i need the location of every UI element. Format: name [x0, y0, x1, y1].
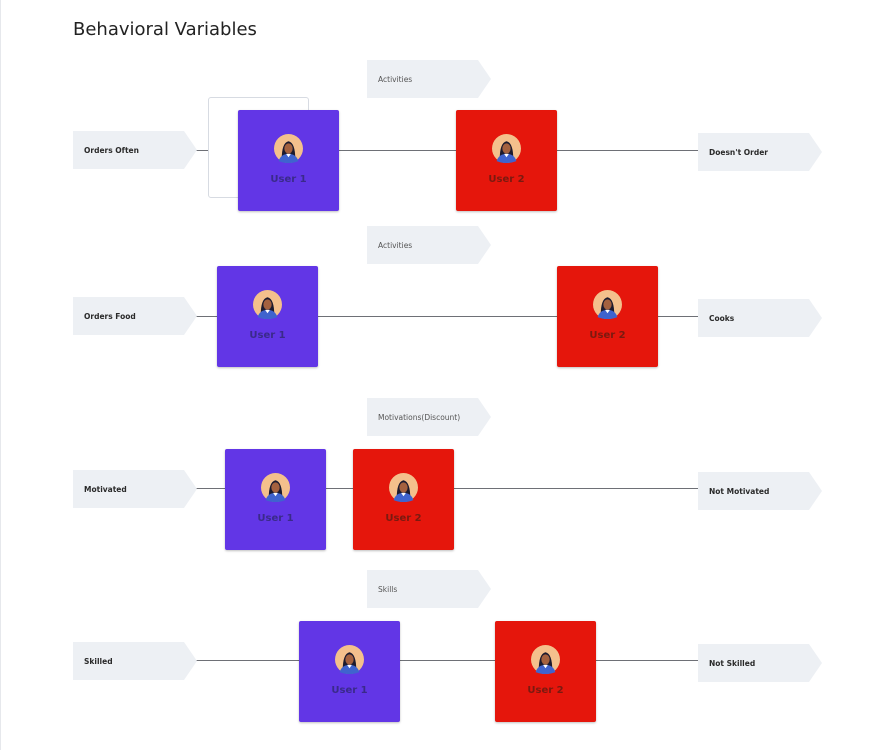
- right-label-2[interactable]: Cooks: [698, 299, 822, 337]
- left-label-2[interactable]: Orders Food: [73, 297, 197, 335]
- user-avatar-icon: [261, 473, 290, 502]
- user-avatar-icon: [593, 290, 622, 319]
- user-avatar-icon: [335, 645, 364, 674]
- row-header-2[interactable]: Activities: [367, 226, 491, 264]
- user1-card-4[interactable]: User 1: [299, 621, 400, 722]
- user-avatar-icon: [389, 473, 418, 502]
- user2-card-4[interactable]: User 2: [495, 621, 596, 722]
- user-label: User 1: [331, 685, 368, 696]
- user-label: User 2: [527, 685, 564, 696]
- right-label-3[interactable]: Not Motivated: [698, 472, 822, 510]
- page-title: Behavioral Variables: [73, 19, 257, 40]
- user-label: User 1: [249, 330, 286, 341]
- spectrum-line-4: [196, 660, 700, 661]
- user-label: User 1: [257, 513, 294, 524]
- user-label: User 2: [385, 513, 422, 524]
- user-label: User 2: [589, 330, 626, 341]
- left-label-3[interactable]: Motivated: [73, 470, 197, 508]
- row-header-1[interactable]: Activities: [367, 60, 491, 98]
- user1-card-1[interactable]: User 1: [238, 110, 339, 211]
- user-label: User 1: [270, 174, 307, 185]
- row-header-3[interactable]: Motivations(Discount): [367, 398, 491, 436]
- user2-card-2[interactable]: User 2: [557, 266, 658, 367]
- canvas-left-border: [0, 0, 1, 750]
- user-avatar-icon: [531, 645, 560, 674]
- row-header-4[interactable]: Skills: [367, 570, 491, 608]
- spectrum-line-2: [196, 316, 700, 317]
- left-label-1[interactable]: Orders Often: [73, 131, 197, 169]
- user-avatar-icon: [492, 134, 521, 163]
- user2-card-3[interactable]: User 2: [353, 449, 454, 550]
- user1-card-2[interactable]: User 1: [217, 266, 318, 367]
- spectrum-line-1: [196, 150, 700, 151]
- user-avatar-icon: [274, 134, 303, 163]
- right-label-4[interactable]: Not Skilled: [698, 644, 822, 682]
- user1-card-3[interactable]: User 1: [225, 449, 326, 550]
- user-avatar-icon: [253, 290, 282, 319]
- user-label: User 2: [488, 174, 525, 185]
- left-label-4[interactable]: Skilled: [73, 642, 197, 680]
- user2-card-1[interactable]: User 2: [456, 110, 557, 211]
- right-label-1[interactable]: Doesn't Order: [698, 133, 822, 171]
